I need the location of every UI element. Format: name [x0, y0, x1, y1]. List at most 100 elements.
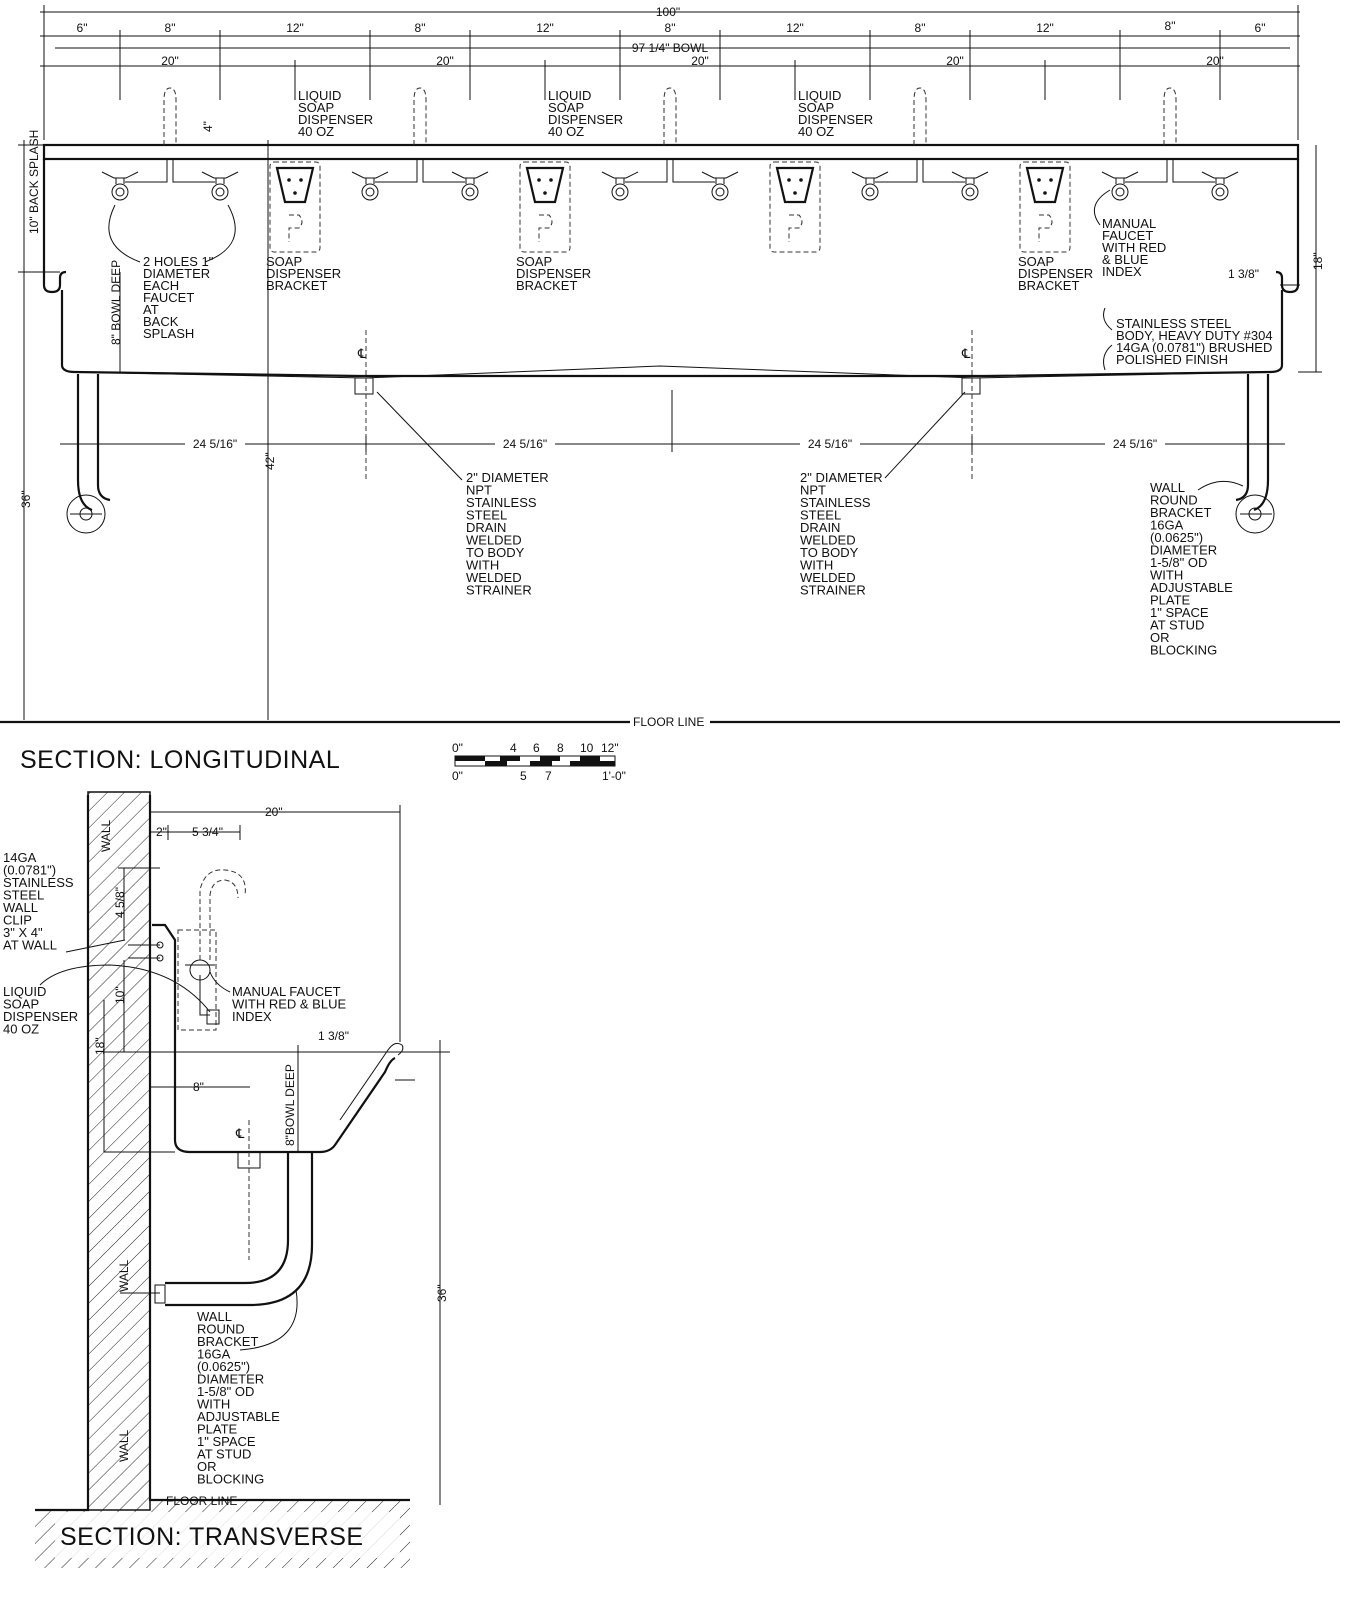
segment-dim: 8" — [415, 21, 426, 35]
scale-top-label: 8 — [557, 741, 564, 755]
transverse-title: SECTION: TRANSVERSE — [60, 1523, 364, 1551]
scale-bottom-label: 1'-0" — [602, 769, 626, 783]
bowl-deep-dim: 8" BOWL DEEP — [109, 260, 123, 345]
faucet-assembly — [1101, 87, 1239, 201]
segment-dim: 12" — [536, 21, 554, 35]
dim-36: 36" — [19, 490, 33, 508]
drain-spacing-dims: 24 5/16" 24 5/16" 24 5/16" 24 5/16" — [60, 390, 1285, 452]
wall-label: WALL — [99, 819, 113, 852]
bay-dim: 20" — [436, 54, 454, 68]
longitudinal-title: SECTION: LONGITUDINAL — [20, 746, 340, 774]
transverse-sink-body: ℄ — [152, 923, 404, 1260]
dim-18: 18" — [93, 1037, 107, 1055]
dim-4-5-8: 4 5/8" — [113, 887, 127, 918]
dim-5-3-4: 5 3/4" — [192, 825, 223, 839]
drain-spacing: 24 5/16" — [193, 437, 237, 451]
soap-dispensers — [269, 161, 1071, 253]
transverse-dims: 20" 2" 5 3/4" 4 5/8" 10" 18" 1 3/8" 8" 8… — [93, 805, 450, 1505]
segment-dim: 6" — [77, 21, 88, 35]
faucet-assembly — [601, 87, 739, 201]
faucet-assembly — [851, 87, 989, 201]
longitudinal-section: 100" 97 1/4" BOWL 6" 8" 12" 8" 12" 8" 12… — [0, 5, 1340, 774]
centerline-symbol: ℄ — [235, 1126, 245, 1141]
faucet-hole — [861, 183, 879, 201]
faucet-hole — [461, 183, 479, 201]
bowl-width: 97 1/4" BOWL — [632, 41, 709, 55]
faucet-hole — [111, 183, 129, 201]
legs — [66, 374, 1275, 534]
faucet-hole — [361, 183, 379, 201]
transverse-faucet — [177, 869, 246, 1031]
dim-18: 18" — [1311, 252, 1325, 270]
scale-bottom-label: 7 — [545, 769, 552, 783]
dim-36: 36" — [435, 1284, 449, 1302]
faucets — [101, 87, 1239, 201]
segment-dim: 8" — [165, 21, 176, 35]
dim-bowl-deep: 8"BOWL DEEP — [283, 1064, 297, 1146]
drain-spacing: 24 5/16" — [808, 437, 852, 451]
dim-42: 42" — [263, 452, 277, 470]
segment-dim: 6" — [1255, 21, 1266, 35]
bay-dim: 20" — [161, 54, 179, 68]
faucet-assembly — [351, 87, 489, 201]
overall-width: 100" — [656, 5, 680, 19]
segment-dim: 8" — [1165, 19, 1176, 33]
drains: ℄ ℄ — [354, 330, 981, 480]
wall-label: WALL — [117, 1429, 131, 1462]
scale-top-label: 12" — [601, 741, 619, 755]
scale-top-label: 10 — [580, 741, 594, 755]
bay-dim: 20" — [1206, 54, 1224, 68]
segment-dims: 6" 8" 12" 8" 12" 8" 12" 8" 12" 8" 6" — [77, 19, 1266, 35]
faucet-hole — [711, 183, 729, 201]
centerline-symbol: ℄ — [961, 346, 971, 361]
faucet-hole — [1111, 183, 1129, 201]
bowl-deep-text: 8" BOWL DEEP — [109, 260, 123, 345]
transverse-floor-line: FLOOR LINE — [166, 1494, 237, 1508]
faucet-assembly — [101, 87, 239, 201]
bay-dim: 20" — [691, 54, 709, 68]
scale-top-label: 6 — [533, 741, 540, 755]
wall-label: WALL — [117, 1259, 131, 1292]
dim-8: 8" — [193, 1080, 204, 1094]
dim-1-3-8: 1 3/8" — [318, 1029, 349, 1043]
bay-dims: 20" 20" 20" 20" 20" — [161, 54, 1224, 68]
soap-dispenser — [769, 161, 821, 253]
sink-body — [42, 143, 1300, 379]
wall-clip — [128, 941, 164, 962]
bay-dim: 20" — [946, 54, 964, 68]
dim-20: 20" — [265, 805, 283, 819]
segment-dim: 12" — [786, 21, 804, 35]
faucet-hole — [211, 183, 229, 201]
scale-bottom-label: 0" — [452, 769, 463, 783]
faucet-hole — [611, 183, 629, 201]
segment-dim: 8" — [665, 21, 676, 35]
dim-4: 4" — [201, 121, 215, 132]
drain-spacing: 24 5/16" — [503, 437, 547, 451]
segment-dim: 12" — [1036, 21, 1054, 35]
drain-spacing: 24 5/16" — [1113, 437, 1157, 451]
vertical-dims: 10" BACK SPLASH 8" BOWL DEEP 36" 42" 18"… — [18, 121, 1325, 720]
soap-dispenser — [519, 161, 571, 253]
soap-dispenser — [269, 161, 321, 253]
soap-dispenser — [1019, 161, 1071, 253]
dim-1-3-8: 1 3/8" — [1228, 267, 1259, 281]
centerline-symbol: ℄ — [357, 346, 367, 361]
scale-bottom-label: 5 — [520, 769, 527, 783]
faucet-hole — [1211, 183, 1229, 201]
